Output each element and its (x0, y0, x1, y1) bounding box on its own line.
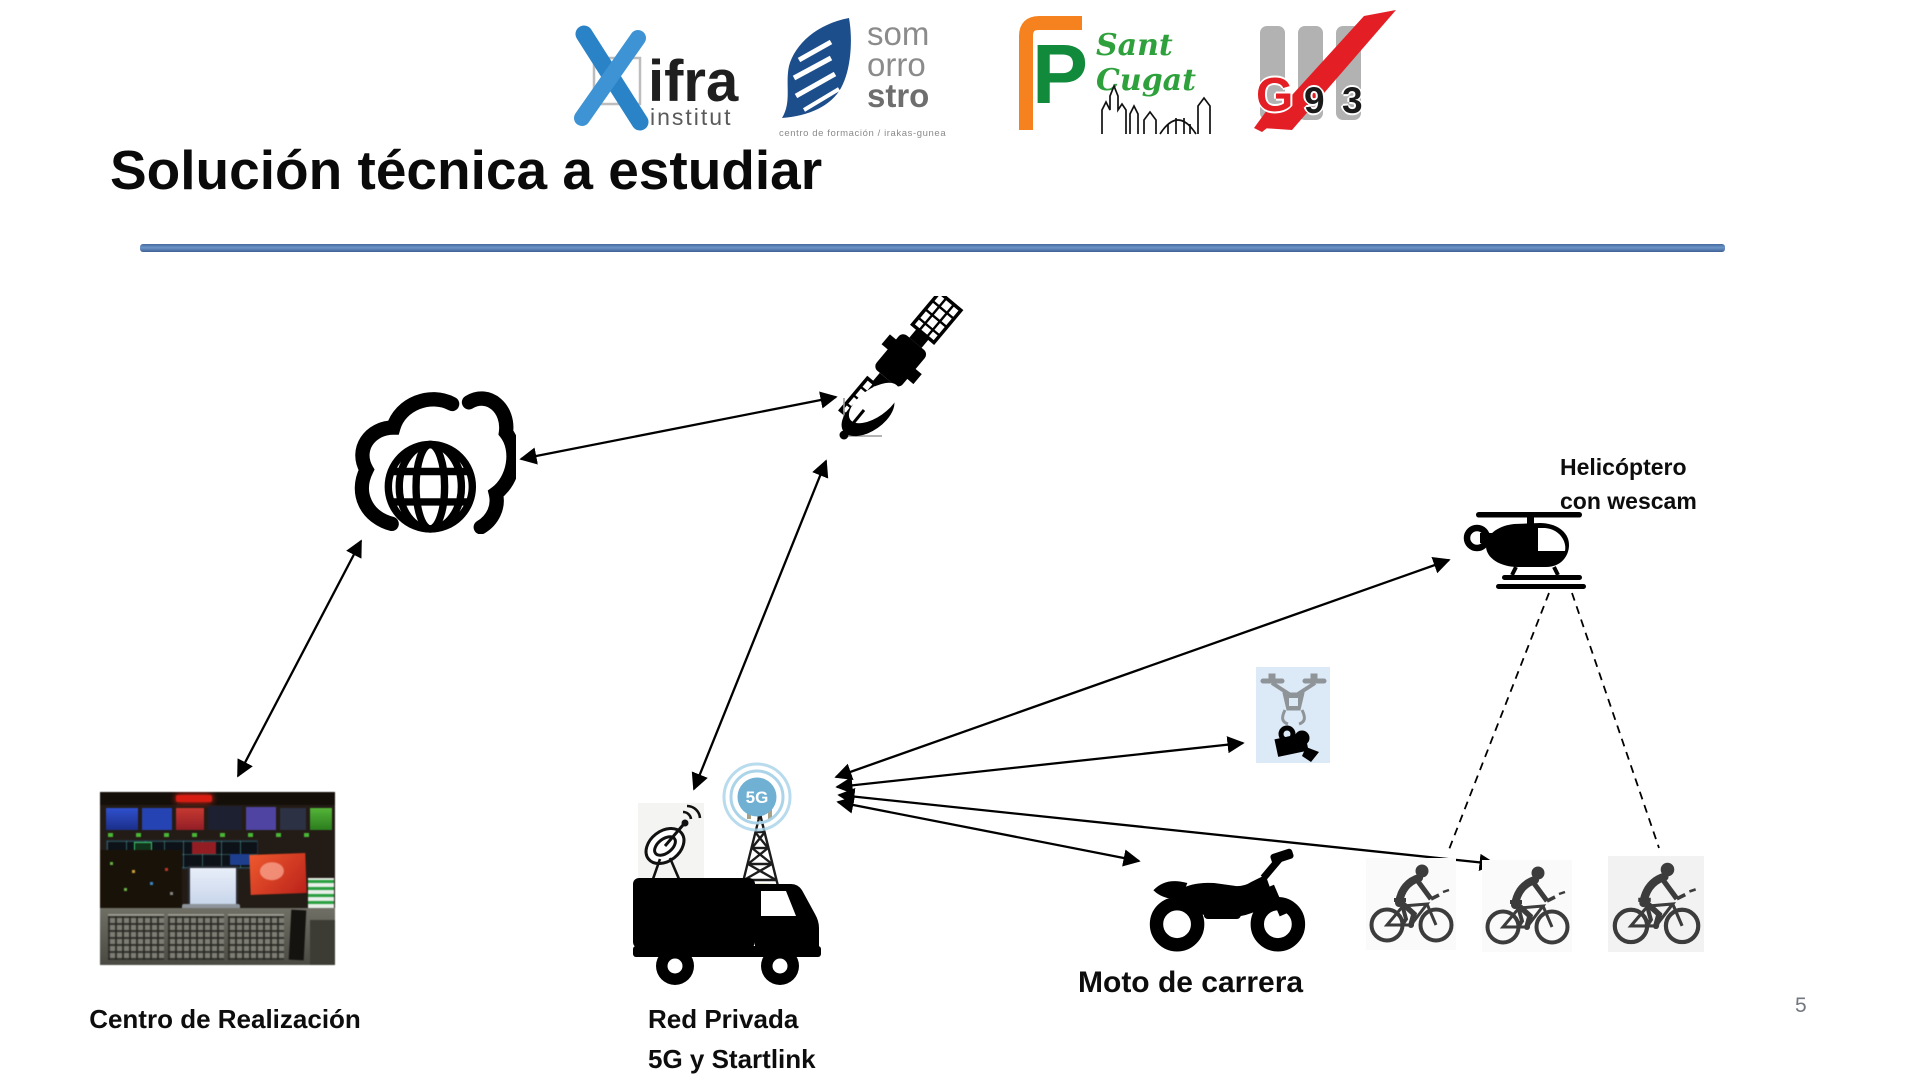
fp-skyline-icon (1101, 83, 1211, 135)
logo-xifra (568, 22, 753, 134)
truck-label-line2: 5G y Startlink (648, 1044, 816, 1074)
internet-cloud-icon (354, 391, 516, 534)
video-camera-icon (1274, 725, 1319, 762)
xifra-wordmark: ifra (648, 49, 739, 114)
edge-truck-moto (836, 796, 1141, 867)
helicopter-label-line2: con wescam (1560, 488, 1697, 514)
photo-screen-chip (192, 842, 216, 854)
logo-somorrostro: som orro stro (777, 12, 992, 147)
g93-bar (1260, 26, 1285, 120)
edge-helicopter-cyclist1 (1447, 592, 1550, 853)
logo-fp-sant-cugat: P Sant Cugat (1016, 12, 1221, 137)
g93-digit-3: 3 (1342, 80, 1363, 121)
page-number: 5 (1795, 994, 1807, 1017)
photo-laptop-screen (188, 866, 238, 906)
photo-monitor (106, 808, 138, 830)
photo-monitor (246, 807, 276, 830)
photo-monitor (310, 808, 332, 830)
drone-icon (1260, 673, 1327, 762)
photo-monitor (142, 808, 172, 830)
slide-title: Solución técnica a estudiar (110, 139, 823, 201)
photo-onair-led (176, 795, 212, 802)
edge-truck-helicopter (834, 557, 1451, 780)
title-underline (140, 244, 1725, 252)
motorcycle-icon (1149, 848, 1306, 952)
photo-monitor (280, 808, 306, 830)
helicopter-label: Helicóptero con wescam (1560, 450, 1697, 518)
somorrostro-word-3: stro (867, 77, 930, 114)
photo-rack-equipment (100, 850, 182, 908)
photo-tally-lights (108, 833, 330, 837)
somorrostro-word-2: orro (867, 46, 926, 83)
fp-orange-bracket-icon (1019, 16, 1082, 130)
g93-letter-g: G (1256, 69, 1294, 122)
xifra-x-mark (574, 25, 649, 131)
photo-console-panel (108, 914, 164, 960)
g93-red-swoosh-icon (1254, 10, 1396, 132)
fp-letter-p: P (1032, 27, 1089, 121)
truck-label-line1: Red Privada (648, 1004, 799, 1034)
edge-truck-drone (835, 736, 1245, 794)
cyclist-icon (1366, 858, 1456, 950)
photo-monitor (176, 808, 204, 830)
drone-camera-box (1256, 667, 1330, 763)
badge-5g-text: 5G (746, 788, 769, 807)
edge-cloud-satellite (519, 391, 838, 465)
helicopter-icon (1463, 512, 1586, 589)
satellite-icon (838, 296, 964, 440)
photo-top-wall (100, 792, 335, 805)
control-room-photo (100, 792, 335, 965)
cyclist-icon (1608, 856, 1704, 952)
control-room-label: Centro de Realización (89, 1004, 361, 1034)
somorrostro-word-1: som (867, 15, 930, 52)
xifra-subtitle: institut (650, 104, 733, 130)
photo-screen-chip (230, 854, 250, 865)
edge-satellite-truck (691, 459, 829, 791)
uplink-truck-group: 5G (630, 760, 870, 992)
photo-orange-screen (249, 853, 307, 895)
g93-digit-9: 9 (1304, 80, 1325, 121)
logo-g93: G 9 3 (1248, 6, 1418, 134)
fp-city-name: Sant Cugat (1096, 28, 1196, 98)
badge-5g-icon: 5G (722, 762, 792, 832)
photo-console-panel (168, 914, 224, 960)
somorrostro-caption: centro de formación / irakas-gunea (779, 128, 947, 139)
photo-orange-highlight (259, 861, 285, 881)
photo-console-panel (228, 914, 284, 960)
photo-fader-strip (288, 909, 307, 961)
cyclist-icon (1482, 860, 1572, 952)
photo-monitor (208, 806, 242, 830)
truck-icon (633, 878, 821, 985)
helicopter-label-line1: Helicóptero (1560, 454, 1687, 480)
somorrostro-leaf-icon (782, 18, 851, 118)
edge-helicopter-cyclist3 (1571, 592, 1660, 849)
logo-strip: ifra institut som orro stro centro de fo… (0, 0, 1920, 160)
motorcycle-label: Moto de carrera (1078, 966, 1304, 999)
truck-label: Red Privada 5G y Startlink (648, 999, 816, 1079)
photo-desk-corner (310, 920, 335, 965)
edge-controlroom-cloud (236, 539, 363, 778)
photo-led-specks (110, 862, 113, 865)
photo-laptop-base (182, 904, 240, 910)
